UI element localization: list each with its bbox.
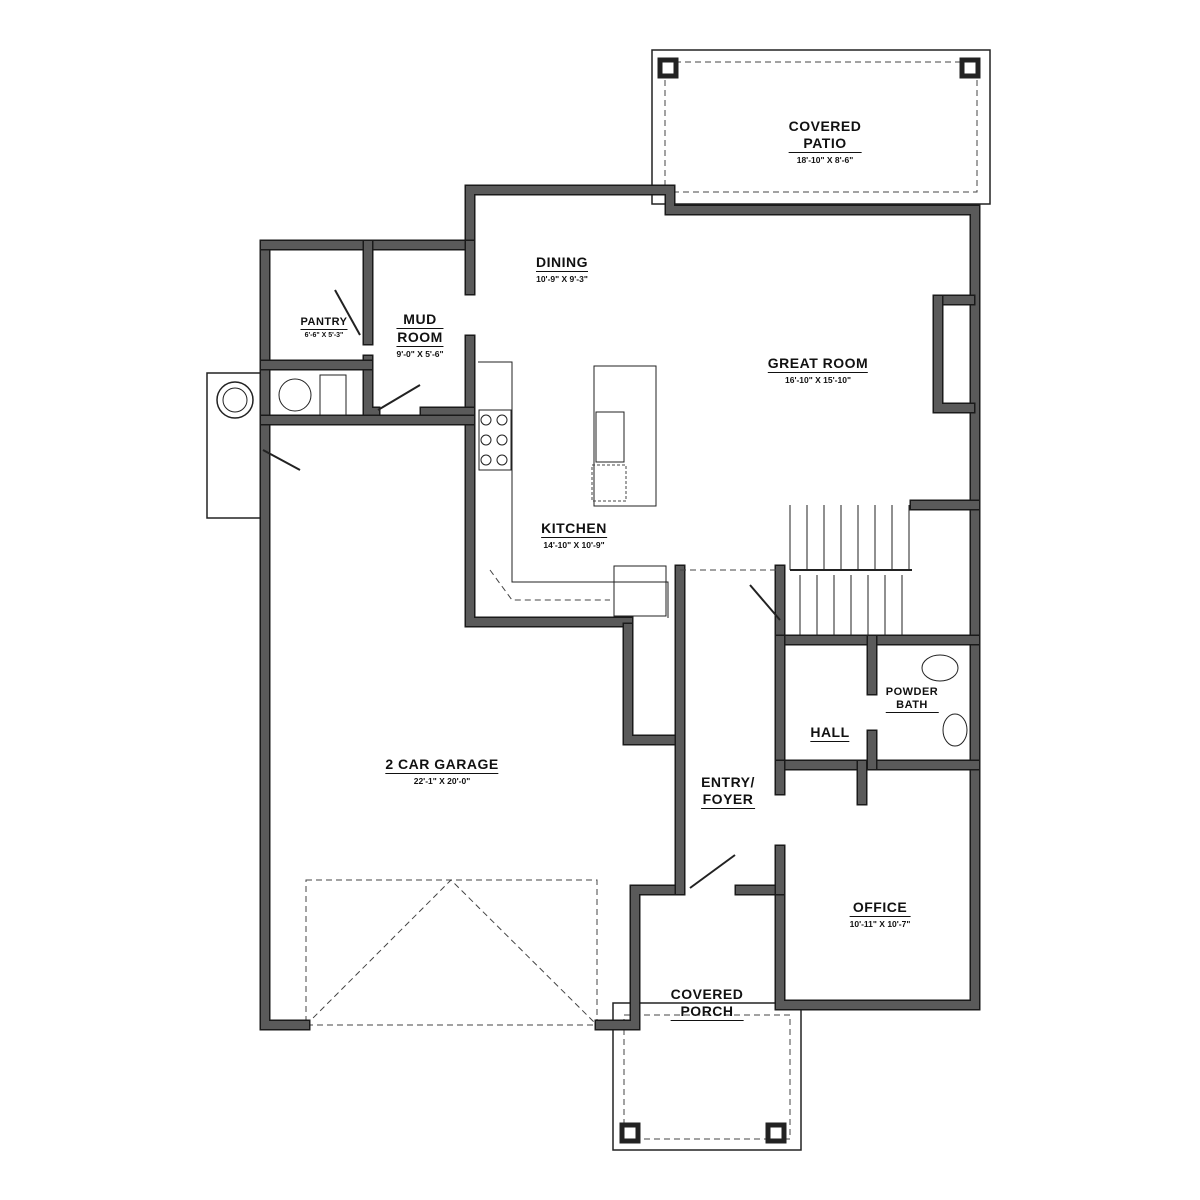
wall — [466, 336, 632, 626]
column-post — [765, 1122, 787, 1144]
room-name: GREAT ROOM — [767, 355, 869, 373]
column-post — [657, 57, 679, 79]
upper-cabinets-dashed — [489, 569, 610, 601]
patio-outline — [651, 49, 991, 205]
washer-icon — [278, 378, 312, 412]
door — [334, 289, 361, 336]
door — [377, 384, 421, 411]
kitchen-island — [593, 365, 657, 507]
room-dimensions: 9'-0" X 5'-6" — [396, 349, 444, 359]
room-label-great-room: GREAT ROOM 16'-10" X 15'-10" — [767, 355, 869, 385]
burner-icon — [496, 454, 508, 466]
ac-unit-icon — [222, 387, 248, 413]
room-name: ENTRY/ — [701, 774, 755, 790]
wall — [261, 241, 309, 1029]
room-name: OFFICE — [849, 899, 911, 917]
column-post — [619, 1122, 641, 1144]
room-name: HALL — [810, 724, 850, 742]
patio-beam-dashed — [664, 61, 978, 193]
room-name: PANTRY — [300, 316, 348, 330]
room-label-hall: HALL — [810, 724, 850, 742]
kitchen-counter — [478, 361, 669, 618]
room-name: COVERED — [670, 986, 744, 1002]
room-name: KITCHEN — [541, 520, 607, 538]
room-name: PORCH — [670, 1003, 744, 1021]
room-dimensions: 18'-10" X 8'-6" — [796, 155, 854, 165]
burner-icon — [496, 434, 508, 446]
room-label-office: OFFICE 10'-11" X 10'-7" — [849, 899, 911, 929]
wall-outline — [774, 564, 981, 646]
room-name: ROOM — [396, 329, 444, 347]
burner-icon — [496, 414, 508, 426]
wall — [624, 624, 684, 744]
wall — [776, 566, 979, 644]
room-name: POWDER — [885, 686, 939, 698]
refrigerator-icon — [613, 565, 667, 617]
column-post — [959, 57, 981, 79]
room-dimensions: 10'-9" X 9'-3" — [536, 274, 588, 284]
wall — [934, 296, 974, 412]
burner-icon — [480, 434, 492, 446]
room-dimensions: 22'-1" X 20'-0" — [413, 776, 471, 786]
wall — [261, 186, 979, 1009]
door — [262, 449, 301, 471]
dishwasher-icon — [591, 464, 627, 502]
sink-icon — [595, 411, 625, 463]
garage-door-outline — [305, 879, 598, 1026]
room-dimensions: 6'-6" X 5'-3" — [304, 332, 344, 339]
room-name: PATIO — [788, 135, 862, 153]
room-label-dining: DINING 10'-9" X 9'-3" — [536, 254, 588, 284]
wall — [364, 356, 379, 416]
porch-outline — [612, 1002, 802, 1151]
room-dimensions: 10'-11" X 10'-7" — [849, 919, 911, 929]
wall-outline — [622, 622, 686, 746]
room-name: BATH — [885, 699, 939, 713]
room-dimensions: 16'-10" X 15'-10" — [785, 375, 851, 385]
door — [689, 854, 736, 889]
door — [749, 584, 781, 621]
wall — [596, 886, 684, 1029]
dryer-icon — [319, 374, 347, 416]
wall-outline — [594, 884, 686, 1031]
room-dimensions: 14'-10" X 10'-9" — [543, 540, 605, 550]
room-name: MUD — [396, 311, 444, 329]
garage-door-swing — [305, 879, 598, 1026]
wall-outline — [932, 294, 976, 414]
room-label-entry-foyer: ENTRY/FOYER — [701, 774, 755, 809]
porch-beam-dashed — [623, 1014, 791, 1140]
room-name: 2 CAR GARAGE — [385, 756, 499, 774]
room-label-garage: 2 CAR GARAGE 22'-1" X 20'-0" — [385, 756, 499, 786]
range-icon — [478, 409, 512, 471]
room-name: COVERED — [788, 118, 862, 134]
ac-pad — [206, 372, 263, 519]
wall-outline — [464, 334, 634, 628]
burner-icon — [480, 454, 492, 466]
ac-unit-icon — [216, 381, 254, 419]
room-name: DINING — [536, 254, 588, 272]
room-name: FOYER — [701, 791, 755, 809]
room-label-pantry: PANTRY 6'-6" X 5'-3" — [300, 316, 348, 339]
toilet-icon — [921, 654, 959, 682]
sink-icon — [942, 713, 968, 747]
room-label-kitchen: KITCHEN 14'-10" X 10'-9" — [541, 520, 607, 550]
burner-icon — [480, 414, 492, 426]
